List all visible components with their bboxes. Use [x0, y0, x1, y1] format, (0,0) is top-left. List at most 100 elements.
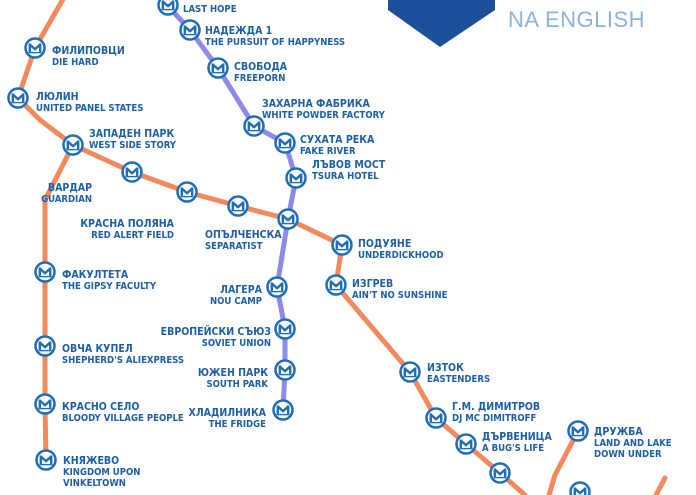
station-vrazhdebna[interactable]: ВРАЖДЕБНА [569, 481, 679, 495]
station-name-en-2: DOWN UNDER [594, 449, 662, 460]
metro-m-icon [274, 318, 296, 340]
station-name-bg: ЕВРОПЕЙСКИ СЪЮЗ [161, 325, 272, 338]
station-name-bg: ИЗГРЕВ [352, 278, 393, 290]
station-name-bg: ДРУЖБА [594, 426, 643, 438]
station-name-en: FAKE RIVER [300, 146, 356, 157]
metro-m-icon [274, 359, 296, 381]
metro-m-icon [425, 407, 447, 429]
station-name-en: UNDERDICKHOOD [358, 250, 444, 261]
station-name-en: THE PURSUIT OF HAPPYNESS [205, 37, 345, 48]
metro-m-icon [243, 115, 265, 137]
station-name-bg: ИЗТОК [427, 362, 464, 374]
station-name-bg: ЗАХАРНА ФАБРИКА [262, 98, 370, 110]
station-name-en: A BUG'S LIFE [482, 443, 544, 454]
station-name-bg: ОПЪЛЧЕНСКА [205, 229, 282, 241]
orange-line-druzhba [546, 428, 581, 495]
station-mladost[interactable] [489, 462, 511, 484]
station-name-en-2: VINKELTOWN [63, 478, 126, 489]
metro-m-icon [34, 261, 56, 283]
metro-m-icon [176, 181, 198, 203]
station-name-en: SOVIET UNION [202, 338, 271, 349]
station-name-bg: КРАСНА ПОЛЯНА [80, 218, 174, 230]
metro-m-icon [277, 208, 299, 230]
station-name-en: AIN'T NO SUNSHINE [352, 290, 448, 301]
station-name-en: RED ALERT FIELD [91, 230, 174, 241]
station-name-en: TSURA HOTEL [312, 171, 379, 182]
station-name-bg: ЛАГЕРА [220, 284, 263, 296]
station-name-bg: СУХАТА РЕКА [300, 134, 375, 146]
metro-m-icon [399, 361, 421, 383]
station-name-en: WHITE POWDER FACTORY [262, 110, 386, 121]
metro-m-icon [455, 433, 477, 455]
station-name-bg: ДЪРВЕНИЦА [482, 431, 552, 443]
station-name-bg: ЛЪВОВ МОСТ [312, 159, 386, 171]
station-name-bg: ЛЮЛИН [36, 91, 79, 103]
station-name-en: SOUTH PARK [206, 379, 268, 390]
metro-m-icon [274, 132, 296, 154]
station-name-en: EASTENDERS [427, 374, 490, 385]
station-name-bg: КНЯЖЕВО [63, 455, 119, 467]
station-name-bg: ЗАПАДЕН ПАРК [89, 128, 174, 140]
station-name-bg: ЮЖЕН ПАРК [198, 367, 268, 379]
station-name-en: SHEPHERD'S ALIEXPRESS [62, 355, 184, 366]
metro-m-icon [62, 134, 84, 156]
station-serdika[interactable] [277, 208, 299, 230]
metro-m-icon [34, 335, 56, 357]
station-name-en: LAST HOPE [183, 4, 237, 15]
station-name-bg: ОВЧА КУПЕЛ [62, 343, 133, 355]
station-name-en: FREEPORN [234, 73, 285, 84]
station-name-en: UNITED PANEL STATES [36, 103, 143, 114]
metro-m-icon [331, 234, 353, 256]
metro-m-icon [157, 0, 179, 16]
station-name-bg: Г.М. ДИМИТРОВ [452, 401, 540, 413]
metro-m-icon [121, 161, 143, 183]
station-name-bg: ФИЛИПОВЦИ [52, 45, 125, 57]
station-name-en: THE FRIDGE [209, 419, 267, 430]
station-name-en: THE GIPSY FACULTY [62, 281, 157, 292]
station-name-en: GUARDIAN [41, 194, 92, 205]
metro-m-icon [7, 87, 29, 109]
metro-m-icon [285, 167, 307, 189]
metro-m-icon [272, 399, 294, 421]
station-name-bg: ФАКУЛТЕТА [62, 269, 129, 281]
station-name-en: NOU CAMP [210, 296, 262, 307]
station-name-en: WEST SIDE STORY [89, 140, 177, 151]
metro-m-icon [34, 393, 56, 415]
metro-m-icon [24, 37, 46, 59]
station-name-bg: ПОДУЯНЕ [358, 238, 411, 250]
station-name-en: SEPARATIST [205, 241, 263, 252]
metro-m-icon [489, 462, 511, 484]
station-last-hope[interactable]: LAST HOPE [157, 0, 237, 16]
station-name-bg: ВАРДАР [48, 182, 92, 194]
station-name-en: DJ MC DIMITROFF [452, 413, 536, 424]
chevron-logo-icon [388, 0, 495, 47]
station-name-en: BLOODY VILLAGE PEOPLE [62, 413, 184, 424]
